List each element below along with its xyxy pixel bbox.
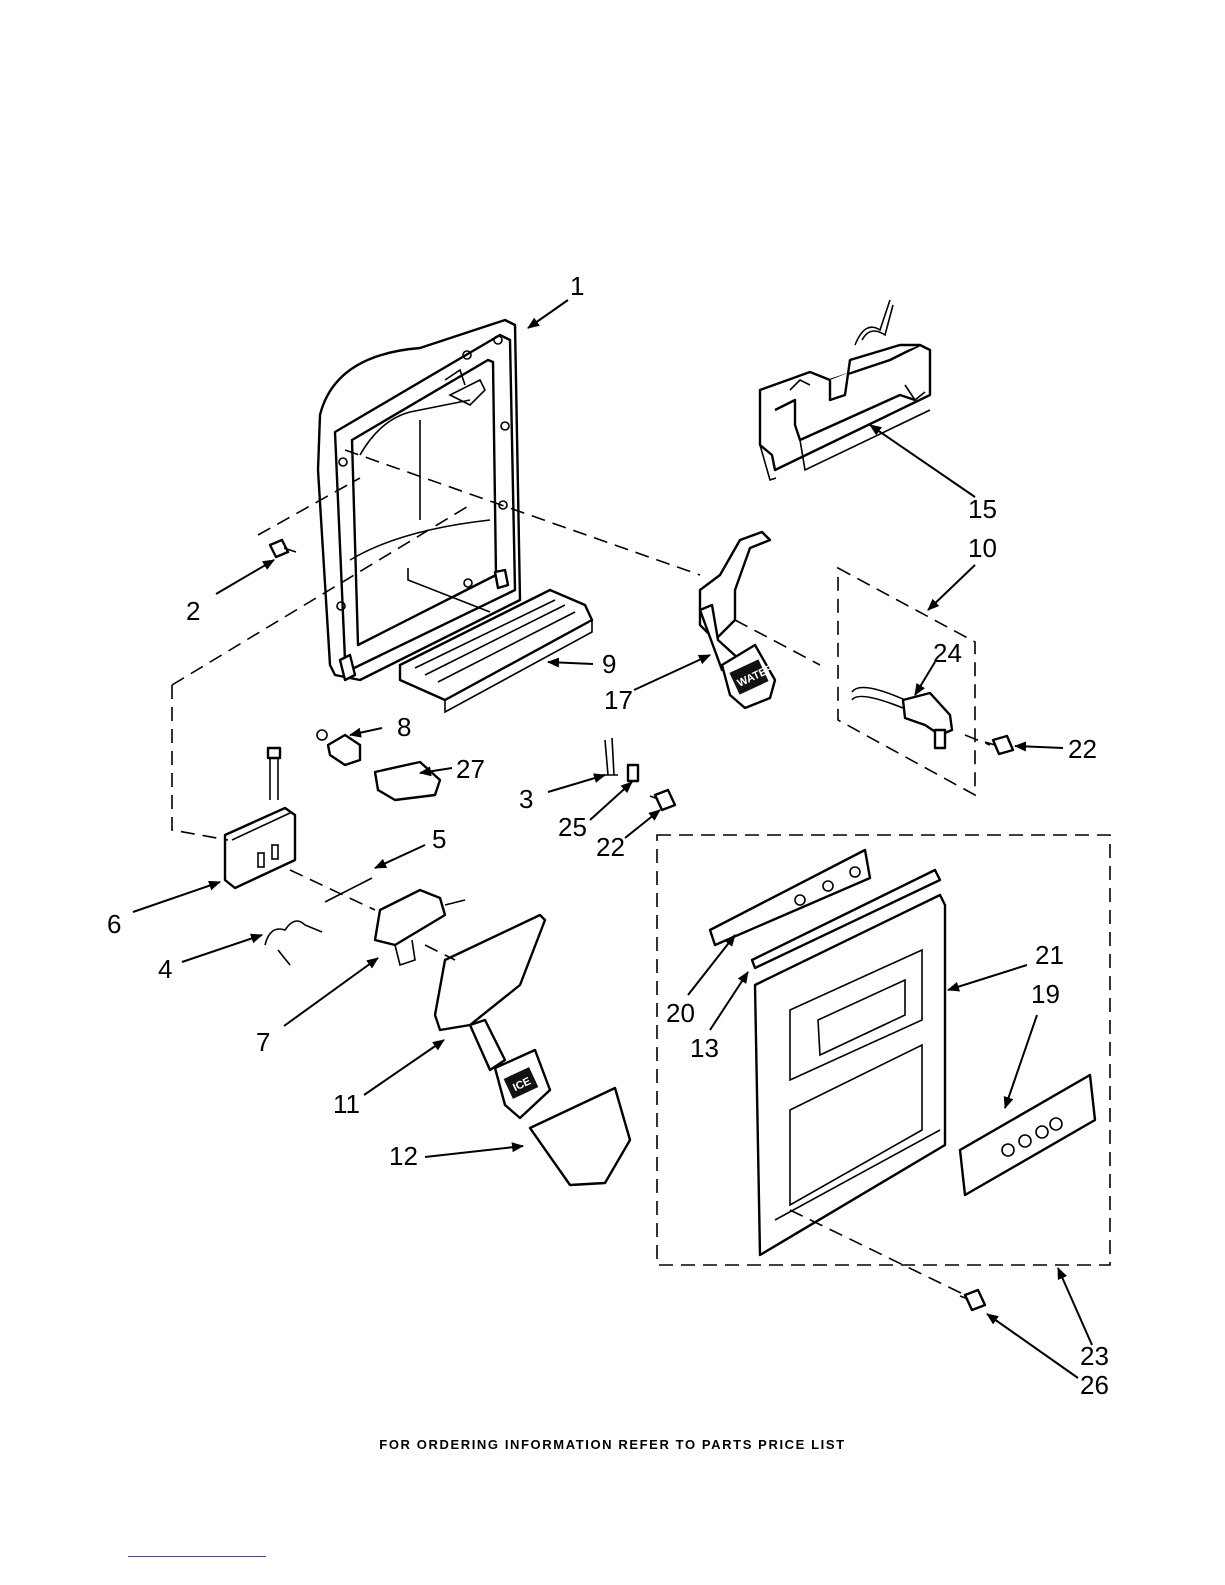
ice-chute-12-part <box>530 1088 630 1185</box>
ribbon-20-part <box>710 850 870 945</box>
callout-5: 5 <box>432 824 446 854</box>
callout-22-lower: 22 <box>596 832 625 862</box>
solenoid-8-part <box>317 730 360 765</box>
callout-1: 1 <box>570 271 584 301</box>
callout-23: 23 <box>1080 1341 1109 1371</box>
callout-27: 27 <box>456 754 485 784</box>
actuator-7-part <box>375 890 465 965</box>
callout-21: 21 <box>1035 940 1064 970</box>
screw-26-part <box>960 1290 985 1310</box>
callout-26: 26 <box>1080 1370 1109 1400</box>
callout-17: 17 <box>604 685 633 715</box>
callout-10: 10 <box>968 533 997 563</box>
callout-9: 9 <box>602 649 616 679</box>
callout-13: 13 <box>690 1033 719 1063</box>
switch-6-part <box>225 748 295 888</box>
callout-24: 24 <box>933 638 962 668</box>
control-label-19-part <box>960 1075 1095 1195</box>
callout-12: 12 <box>389 1141 418 1171</box>
ordering-info-note: FOR ORDERING INFORMATION REFER TO PARTS … <box>0 1437 1225 1452</box>
callout-15: 15 <box>968 494 997 524</box>
callout-11: 11 <box>333 1089 360 1119</box>
spring-4-part <box>265 921 322 965</box>
relation-line-i <box>965 735 990 745</box>
callout-4: 4 <box>158 954 172 984</box>
screw-2-part <box>270 540 296 557</box>
screw-22b-part <box>650 790 675 810</box>
callout-3: 3 <box>519 784 533 814</box>
relation-line-g <box>425 945 455 960</box>
callout-20: 20 <box>666 998 695 1028</box>
assembly-outline-10 <box>838 568 975 795</box>
callout-22-upper: 22 <box>1068 734 1097 764</box>
water-switch-part <box>852 688 952 749</box>
callout-8: 8 <box>397 712 411 742</box>
water-lever-part: WATER <box>700 532 776 708</box>
bracket-25-part <box>628 765 638 781</box>
callout-7: 7 <box>256 1027 270 1057</box>
cover-27-part <box>375 762 440 800</box>
callout-6: 6 <box>107 909 121 939</box>
relation-line-h <box>790 1210 965 1295</box>
bottom-divider <box>128 1556 266 1557</box>
relation-line-a <box>172 685 228 840</box>
callout-25: 25 <box>558 812 587 842</box>
callout-19: 19 <box>1031 979 1060 1009</box>
relation-line-f <box>290 870 375 910</box>
ice-lever-part: ICE <box>435 915 550 1118</box>
spring-3-part <box>602 738 618 775</box>
callout-2: 2 <box>186 596 200 626</box>
control-module-part <box>760 300 930 480</box>
